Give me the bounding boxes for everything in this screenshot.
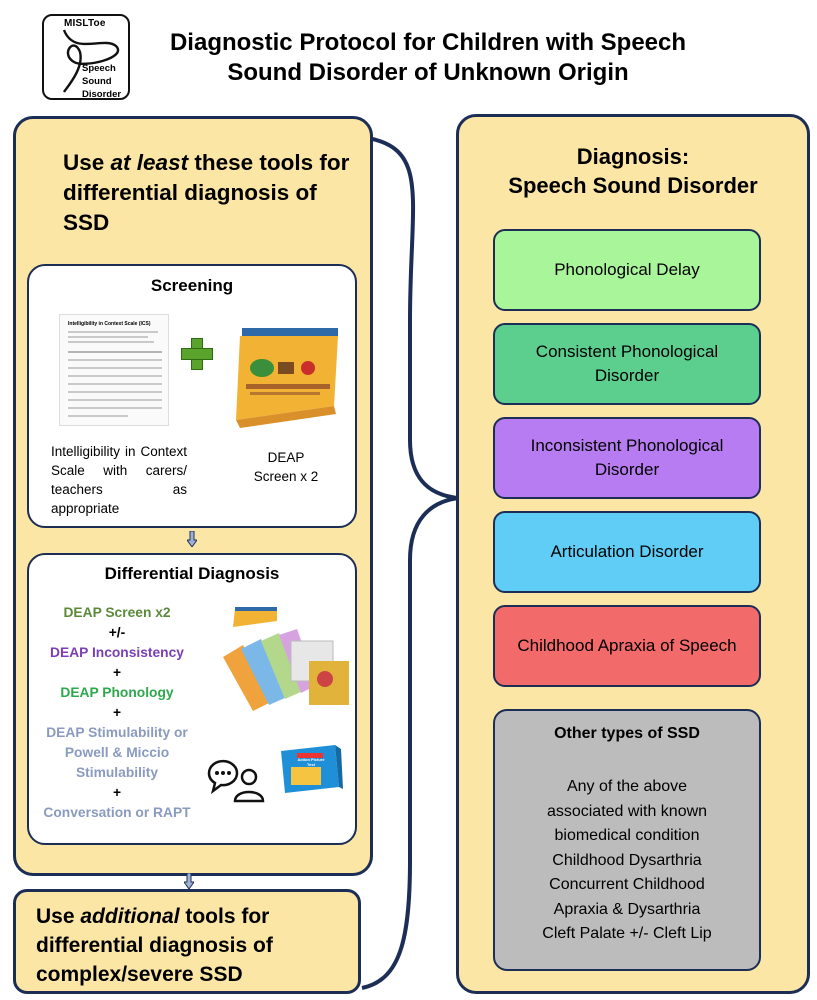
tool-connector-plus-2: +: [112, 705, 122, 720]
tool-deap-screen: DEAP Screen x2: [63, 605, 171, 620]
diagnosis-articulation-disorder: Articulation Disorder: [493, 511, 761, 593]
other-ssd-line: associated with known: [546, 802, 708, 820]
tool-connector-plus-minus: +/-: [108, 625, 126, 640]
logo-text: Speech Sound Disorder: [82, 62, 121, 101]
tools-heading-emphasis: at least: [110, 150, 189, 175]
person-icon: [233, 768, 265, 803]
additional-heading-pre: Use: [36, 905, 81, 928]
other-ssd-list: Any of the above associated with known b…: [503, 775, 751, 947]
additional-heading-emphasis: additional: [80, 905, 180, 928]
plus-icon: [181, 338, 213, 370]
differential-tool-list: DEAP Screen x2 +/- DEAP Inconsistency + …: [33, 603, 201, 823]
tool-connector-plus-1: +: [112, 665, 122, 680]
tools-panel: Use at least these tools for differentia…: [13, 116, 373, 876]
doc-title: Intelligibility in Context Scale (ICS): [68, 321, 151, 327]
other-ssd-line: biomedical condition: [554, 827, 700, 844]
other-ssd-title: Other types of SSD: [554, 725, 700, 742]
tool-conversation-rapt: Conversation or RAPT: [43, 805, 191, 820]
diagnosis-heading: Diagnosis: Speech Sound Disorder: [459, 142, 807, 200]
deap-caption-line-1: DEAP: [267, 450, 305, 465]
tool-stimulability: Stimulability: [75, 765, 159, 780]
diagnosis-consistent-phonological-disorder: Consistent Phonological Disorder: [493, 323, 761, 405]
tool-deap-stimulability: DEAP Stimulability or: [46, 725, 188, 740]
additional-heading-post: tools for differential diagnosis of comp…: [36, 905, 273, 986]
tool-connector-plus-3: +: [112, 785, 122, 800]
diagnosis-heading-line-1: Diagnosis:: [576, 144, 690, 169]
other-ssd-line: Childhood Dysarthria: [552, 851, 702, 869]
tools-heading-pre: Use: [63, 150, 111, 175]
mislt-logo: MISLToe Speech Sound Disorder: [42, 14, 130, 100]
other-ssd-line: Any of the above: [566, 778, 688, 795]
logo-loop-graphic: [62, 29, 120, 93]
screening-box: Screening Intelligibility in Context Sca…: [27, 264, 357, 528]
differential-diagnosis-box: Differential Diagnosis DEAP Screen x2 +/…: [27, 553, 357, 845]
logo-line-sound: Sound: [82, 76, 112, 87]
rapt-box-image: Action Picture Test: [277, 743, 343, 795]
other-ssd-line: Apraxia & Dysarthria: [553, 900, 701, 918]
deap-caption-line-2: Screen x 2: [253, 469, 319, 484]
tool-powell-miccio: Powell & Miccio: [64, 745, 170, 760]
page-title-line-2: Sound Disorder of Unknown Origin: [227, 59, 629, 86]
other-ssd-box: Other types of SSD Any of the above asso…: [493, 709, 761, 971]
screening-title: Screening: [150, 276, 234, 295]
diagnosis-heading-line-2: Speech Sound Disorder: [508, 173, 758, 198]
down-arrow-icon: [187, 531, 197, 547]
additional-tools-heading: Use additional tools for differential di…: [36, 902, 356, 989]
diagnosis-panel: Diagnosis: Speech Sound Disorder Phonolo…: [456, 114, 810, 994]
down-arrow-icon: [184, 873, 194, 889]
diagnosis-inconsistent-phonological-disorder: Inconsistent Phonological Disorder: [493, 417, 761, 499]
logo-line-speech: Speech: [82, 63, 116, 74]
deap-flipbook-image: [236, 328, 338, 428]
intelligibility-form-image: Intelligibility in Context Scale (ICS): [59, 314, 169, 426]
tool-deap-phonology: DEAP Phonology: [60, 685, 174, 700]
page-title: Diagnostic Protocol for Children with Sp…: [138, 28, 718, 88]
page-title-line-1: Diagnostic Protocol for Children with Sp…: [169, 29, 687, 56]
rapt-label: Action Picture Test: [297, 757, 325, 767]
diagnosis-childhood-apraxia-of-speech: Childhood Apraxia of Speech: [493, 605, 761, 687]
tool-deap-inconsistency: DEAP Inconsistency: [50, 645, 184, 660]
logo-title: MISLToe: [64, 18, 106, 29]
tools-heading-post: these tools for differential diagnosis o…: [63, 150, 350, 235]
other-ssd-line: Concurrent Childhood: [549, 876, 705, 893]
tools-heading: Use at least these tools for differentia…: [63, 148, 353, 238]
deap-screen-caption: DEAP Screen x 2: [241, 448, 331, 486]
speech-bubble-icon: [207, 759, 265, 803]
intelligibility-caption: Intelligibility in Context Scale with ca…: [51, 444, 187, 516]
logo-line-disorder: Disorder: [82, 89, 122, 100]
diagnosis-phonological-delay: Phonological Delay: [493, 229, 761, 311]
additional-tools-panel: Use additional tools for differential di…: [13, 889, 361, 994]
differential-title: Differential Diagnosis: [104, 564, 280, 583]
deap-cards-image: [223, 607, 349, 711]
other-ssd-line: Cleft Palate +/- Cleft Lip: [542, 925, 712, 942]
